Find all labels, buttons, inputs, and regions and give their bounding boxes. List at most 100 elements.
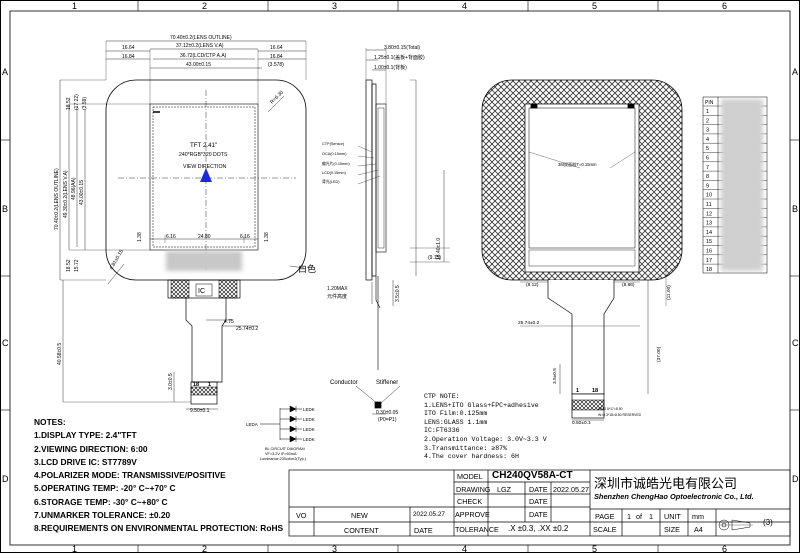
dim-left-1852b: 18.52 <box>66 259 72 272</box>
col-label-6-bottom: 6 <box>722 544 727 553</box>
active-area <box>152 106 256 248</box>
row-label-b-right: B <box>792 204 798 214</box>
date-value: 2022.05.27 <box>553 485 589 494</box>
pin-number: 4 <box>706 137 709 143</box>
note-3: 3.LCD DRIVE IC: ST7789V <box>34 456 137 467</box>
side-max-120: 1.20MAX <box>327 286 348 292</box>
ctp-line-5: 2.Operation Voltage: 3.0V~3.3 V <box>424 435 547 443</box>
ctp-line-6: 3.Transmittance: ≥87% <box>424 444 508 452</box>
rear-pin-1: 1 <box>576 388 579 394</box>
view-direction-label: VIEW DIRECTION <box>183 164 226 170</box>
tolerance-label: TOLERANCE <box>455 525 499 534</box>
side-total: 3.80±0.15(Total) <box>384 45 420 51</box>
fpc-pin-1: 1 <box>208 382 211 388</box>
col-label-5: 5 <box>592 1 597 11</box>
row-label-a-right: A <box>792 67 798 77</box>
ctp-line-7: 4.The cover hardness: 6H <box>424 453 519 461</box>
side-h-915: (9.15) <box>428 255 441 261</box>
ctp-line-4: IC:FT6336 <box>424 427 460 435</box>
dim-v-lens-outline: 70.40±0.2(LENS OUTLINE) <box>54 168 60 230</box>
row-label-a: A <box>2 67 8 77</box>
rear-dim-886: (8.86) <box>622 282 635 288</box>
col-label-3: 3 <box>332 1 337 11</box>
layer-2: OCA(0.15mm) <box>322 152 347 156</box>
dim-lens-va-width: 37.12±0.2(LENS V.A) <box>176 43 224 49</box>
rear-pitch-b: W=0.3*18=8.50 RESERVED <box>598 413 642 417</box>
rear-view <box>481 79 683 421</box>
model-value: CH240QV58A-CT <box>492 470 573 481</box>
dim-left-1572b: 15.72 <box>74 259 80 272</box>
row-label-c: C <box>2 338 9 348</box>
pin-number: 15 <box>706 239 712 245</box>
side-glass: 1.25±0.1(盖板+背面胶) <box>374 54 425 61</box>
pin-number: 6 <box>706 156 709 162</box>
ic-label: IC <box>198 288 205 295</box>
note-5: 5.OPERATING TEMP: -20° C~+70° C <box>34 483 176 494</box>
pin-number: 8 <box>706 174 709 180</box>
note-2: 2.VIEWING DIRECTION: 6:00 <box>34 443 148 454</box>
conductor-label: Conductor <box>330 380 358 386</box>
note-7: 7.UNMARKER TOLERANCE: ±0.20 <box>34 510 171 521</box>
col-label-3-bottom: 3 <box>332 544 337 553</box>
check-label: CHECK <box>457 497 483 506</box>
rear-pin-18: 18 <box>592 388 598 394</box>
rear-dim-1100: (11.00) <box>666 285 672 300</box>
pin-number: 9 <box>706 183 709 189</box>
side-pitch: 0.30±0.05 <box>376 410 398 416</box>
pin-number: 12 <box>706 211 712 217</box>
center-title: TFT 2.41" <box>190 142 217 149</box>
pin-table <box>702 96 768 274</box>
dim-gap-center: 24.80 <box>198 234 211 240</box>
notes-block: NOTES: 1.DISPLAY TYPE: 2.4"TFT 2.VIEWING… <box>34 416 284 536</box>
led-a-label: LEDA <box>246 422 258 427</box>
model-label: MODEL <box>457 472 483 481</box>
tolerance-value: .X ±0.3, .XX ±0.2 <box>508 524 569 533</box>
dim-lens-outline-width: 70.40±0.2(LENS OUTLINE) <box>170 35 232 41</box>
page-value: 1 <box>627 512 631 521</box>
rear-pitch-a: 0P=0.5*17=8.50 <box>598 407 623 411</box>
company-name-cn: 深圳市诚皓光电有限公司 <box>594 476 738 491</box>
col-label-5-bottom: 5 <box>592 544 597 553</box>
row-label-c-right: C <box>792 338 799 348</box>
rev-date: 2022.05.27 <box>413 511 445 518</box>
side-max-note: 元件高度 <box>327 293 347 300</box>
pin-number: 1 <box>706 109 709 115</box>
approve-date-label: DATE <box>529 510 548 519</box>
company-name-en: Shenzhen ChengHao Optoelectronic Co., Lt… <box>594 492 754 501</box>
unit-label: UNIT <box>664 512 681 521</box>
col-label-1: 1 <box>72 1 77 11</box>
circuit-lum: Luminance:230cd/m2(Typ.) <box>260 457 307 461</box>
layer-5: 背光(LED) <box>322 179 340 184</box>
obscured-label <box>166 251 242 271</box>
pin-number: 16 <box>706 249 712 255</box>
rev-content-label: CONTENT <box>344 526 379 535</box>
col-label-2: 2 <box>202 1 207 11</box>
fpc-tail <box>185 298 227 383</box>
ledk-1: LEDK <box>303 407 315 412</box>
notes-title: NOTES: <box>34 417 66 427</box>
layer-1: CTP(Sensor) <box>322 142 345 146</box>
approve-label: APPROVE <box>455 510 490 519</box>
dim-fpc-2574: 25.74±0.2 <box>236 326 258 332</box>
pin-number: 13 <box>706 221 712 227</box>
fpc-connector-area <box>167 279 241 299</box>
dim-right-paren: (3.578) <box>268 62 284 68</box>
dim-left-1852: 18.52 <box>66 97 72 110</box>
rear-pitch-950: 0.50±0.1 <box>572 420 591 426</box>
pin-number: 7 <box>706 165 709 171</box>
rear-dim-3700: (37.00) <box>656 346 662 362</box>
dim-v-aa: 48.96(AA) <box>71 177 77 200</box>
side-len-1640: 16.40±1.0 <box>436 238 442 260</box>
pin-number: 14 <box>706 230 712 236</box>
stiffener-label: Stiffener <box>376 380 398 386</box>
rev-vo-label: VO <box>296 511 307 520</box>
title-block <box>288 469 791 537</box>
lens-viewing-area <box>149 103 259 251</box>
pin-number: 5 <box>706 146 709 152</box>
pin-number: 11 <box>706 202 712 208</box>
date-label: DATE <box>529 485 548 494</box>
circuit-spec: VF=3.2V IF=60mA <box>265 452 297 456</box>
col-label-1-bottom: 1 <box>72 544 77 553</box>
front-view <box>59 40 307 410</box>
